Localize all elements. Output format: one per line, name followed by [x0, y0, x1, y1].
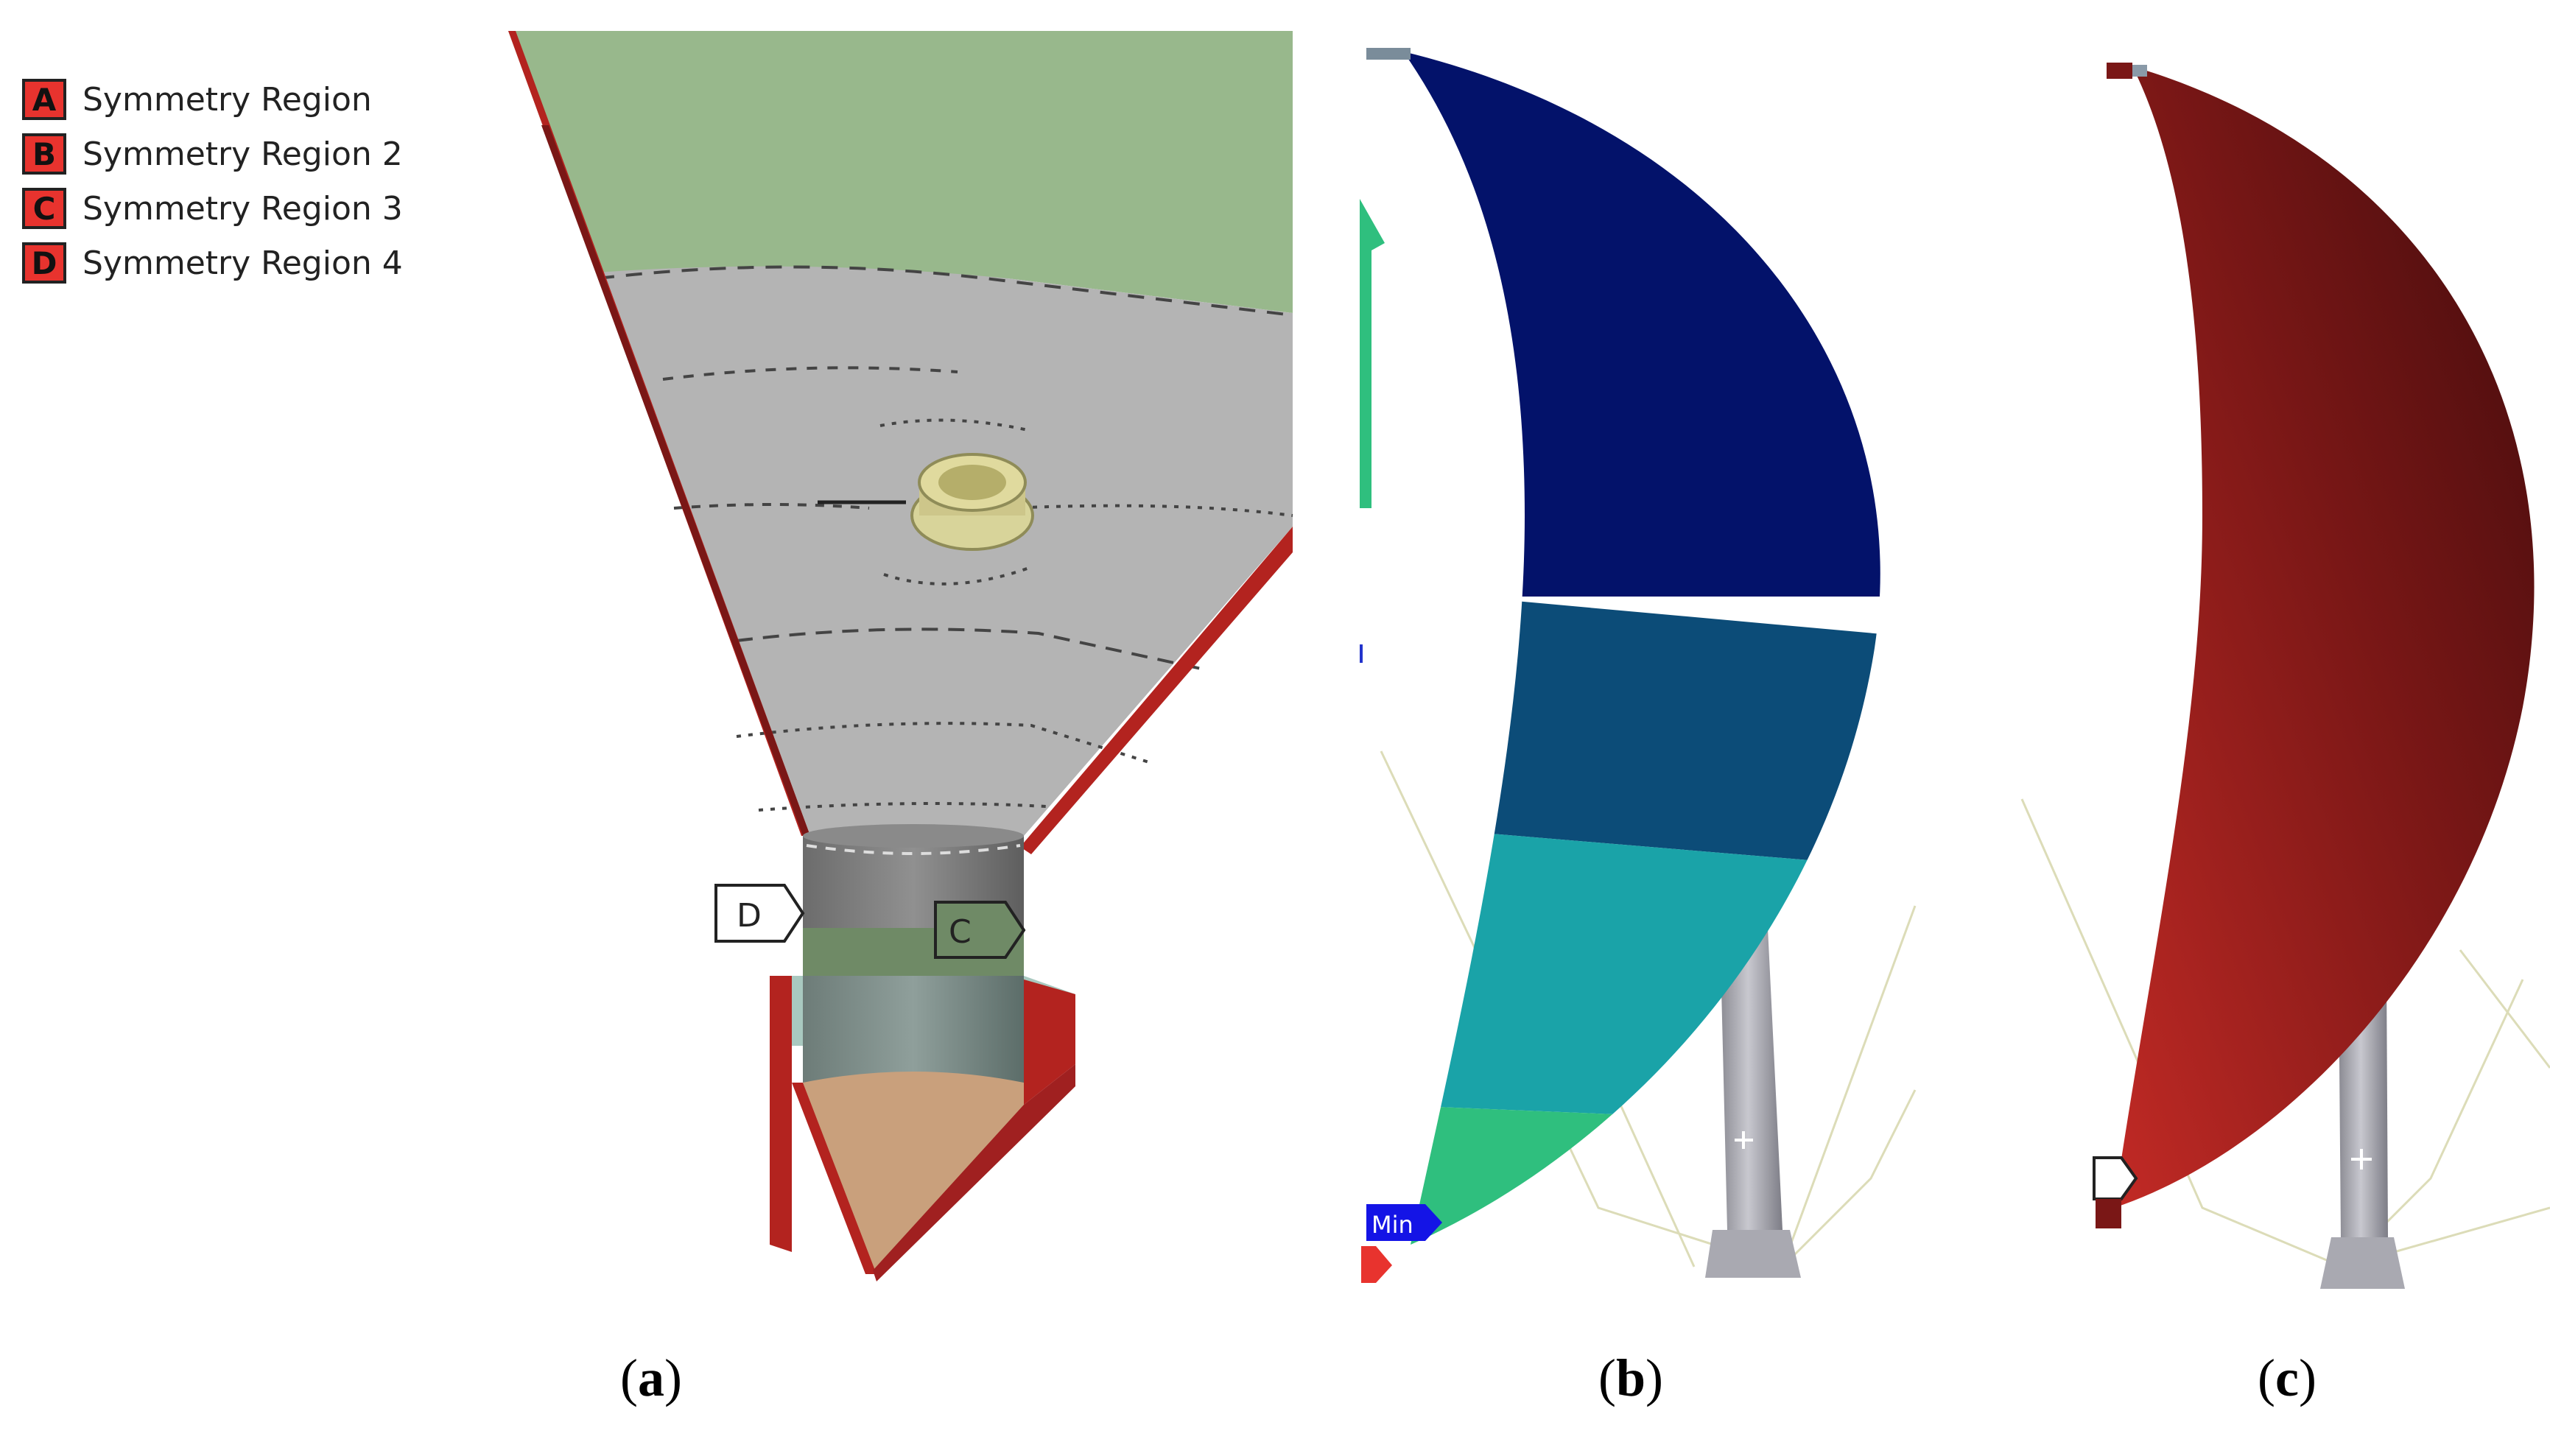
- panel-b-pole: [1720, 928, 1782, 1230]
- legend-label: Symmetry Region 4: [82, 244, 403, 282]
- legend-label: Symmetry Region 2: [82, 135, 403, 173]
- panel-b-red-marker: [1361, 1246, 1392, 1283]
- legend-item-symmetry-region: A Symmetry Region: [22, 72, 403, 127]
- legend-badge-d: D: [22, 242, 66, 284]
- legend-item-symmetry-region-4: D Symmetry Region 4: [22, 236, 403, 290]
- legend-label: Symmetry Region 3: [82, 189, 403, 228]
- panel-a-tag-c: C: [934, 901, 1026, 959]
- panel-c-tag: [2093, 1156, 2138, 1200]
- legend-item-symmetry-region-2: B Symmetry Region 2: [22, 127, 403, 181]
- panel-b: Min: [1360, 48, 1917, 1283]
- panel-c: [2020, 63, 2550, 1289]
- legend: A Symmetry Region B Symmetry Region 2 C …: [22, 72, 403, 290]
- panel-a-top-surface: [508, 31, 1293, 313]
- legend-badge-a: A: [22, 79, 66, 120]
- panel-c-shell: [2114, 66, 2535, 1208]
- panel-a-right-edge: [1020, 527, 1293, 854]
- caption-a: (a): [620, 1348, 682, 1407]
- panel-b-green-arrow: [1360, 199, 1385, 508]
- panel-a-tag-d: D: [714, 884, 805, 943]
- panel-a-cone-bottom: [803, 1083, 1024, 1270]
- caption-c: (c): [2258, 1348, 2317, 1407]
- legend-item-symmetry-region-3: C Symmetry Region 3: [22, 181, 403, 236]
- caption-b: (b): [1598, 1348, 1664, 1407]
- legend-label: Symmetry Region: [82, 80, 372, 119]
- legend-wrapper: A Symmetry Region B Symmetry Region 2 C …: [22, 72, 403, 290]
- panel-c-support-lines: [2020, 798, 2550, 1268]
- panel-a-tag-d-text: D: [737, 897, 762, 935]
- panel-a-tag-c-text: C: [949, 913, 972, 951]
- panel-a-nozzle: [910, 453, 1034, 551]
- panel-a-dashed-lines: [597, 265, 1293, 812]
- panel-a-cylinder-lower: [803, 976, 1024, 1083]
- panel-a-hopper-surface: [597, 266, 1293, 837]
- panel-a-cone-edge: [792, 1083, 877, 1274]
- legend-badge-c: C: [22, 188, 66, 229]
- panel-a: D C: [508, 31, 1293, 1281]
- legend-badge-b: B: [22, 133, 66, 175]
- panel-b-contour-shell: [1403, 52, 1880, 1245]
- panel-b-min-text: Min: [1371, 1211, 1413, 1239]
- panel-b-min-badge: Min: [1366, 1204, 1442, 1241]
